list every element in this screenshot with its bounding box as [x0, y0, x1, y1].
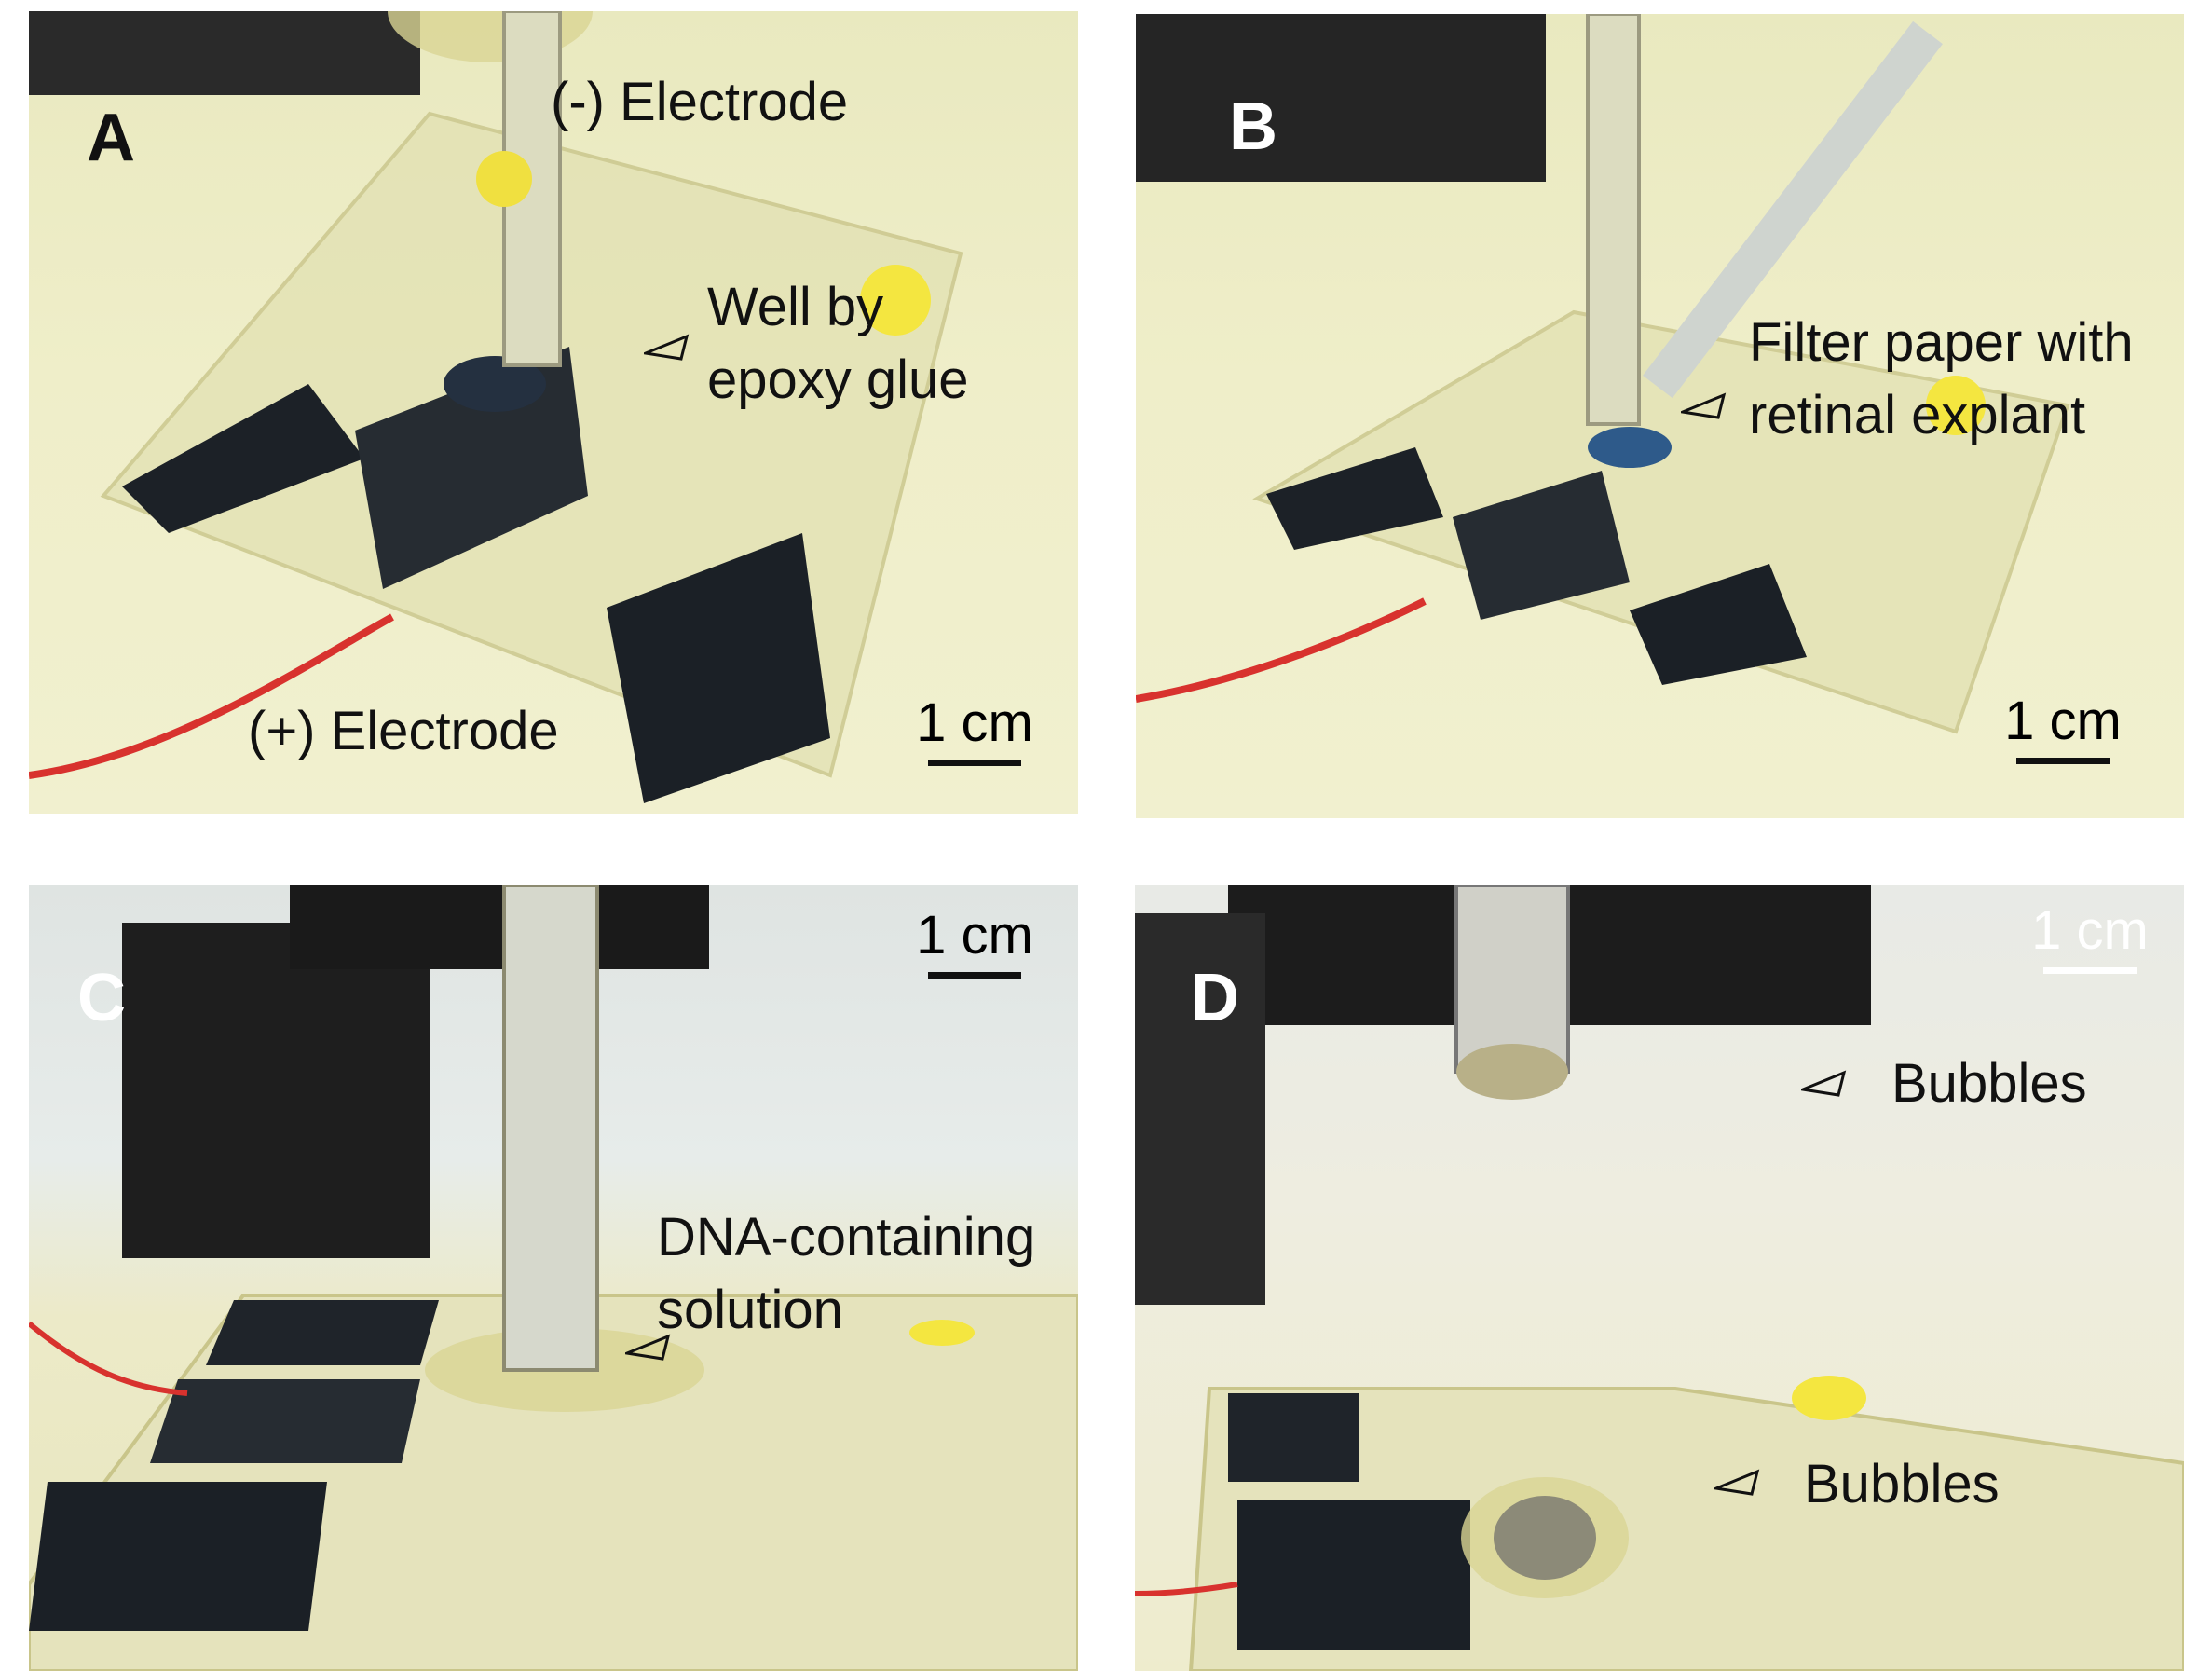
scale-label: 1 cm: [916, 692, 1033, 753]
photo-electroporation-setup-a: [29, 11, 963, 803]
panel-c: C DNA-containing solution 1 cm: [29, 885, 1078, 1671]
label-dna-line1: DNA-containing: [657, 1207, 1036, 1267]
panel-d: D Bubbles Bubbles 1 cm: [1135, 885, 2184, 1671]
panel-a: A (-) Electrode Well by epoxy glue (+) E…: [29, 11, 1078, 814]
scale-label: 1 cm: [2031, 900, 2149, 961]
photo-electroporation-setup-b: [1136, 14, 2070, 734]
scale-bar: 1 cm: [914, 696, 1035, 766]
label-bubbles-well: Bubbles: [1804, 1454, 2000, 1514]
label-well-line2: epoxy glue: [707, 349, 969, 410]
arrowhead-icon: [1681, 392, 1727, 419]
panel-letter: C: [77, 961, 126, 1035]
label-filter-line1: Filter paper with: [1749, 312, 2134, 373]
panel-letter: B: [1229, 89, 1277, 164]
photo-electroporation-setup-d: [1135, 885, 2184, 1671]
arrowhead-icon: [1801, 1070, 1847, 1097]
scale-label: 1 cm: [2004, 691, 2122, 751]
scale-label: 1 cm: [916, 905, 1033, 966]
scale-bar: 1 cm: [2002, 694, 2123, 764]
label-bubbles-electrode: Bubbles: [1891, 1053, 2087, 1114]
label-positive-electrode: (+) Electrode: [248, 701, 559, 761]
label-well-line1: Well by: [707, 277, 884, 337]
panel-letter: D: [1191, 961, 1239, 1035]
scale-bar: 1 cm: [2029, 904, 2151, 974]
panel-b: B Filter paper with retinal explant 1 cm: [1136, 14, 2184, 818]
panel-letter: A: [87, 101, 135, 175]
arrowhead-icon: [644, 334, 690, 361]
arrowhead-icon: [625, 1334, 671, 1361]
label-dna-line2: solution: [657, 1280, 843, 1340]
arrowhead-icon: [1714, 1469, 1760, 1496]
photo-electroporation-setup-c: [29, 885, 1078, 1671]
label-filter-line2: retinal explant: [1749, 385, 2086, 445]
scale-bar: 1 cm: [914, 909, 1035, 979]
label-negative-electrode: (-) Electrode: [551, 72, 849, 132]
